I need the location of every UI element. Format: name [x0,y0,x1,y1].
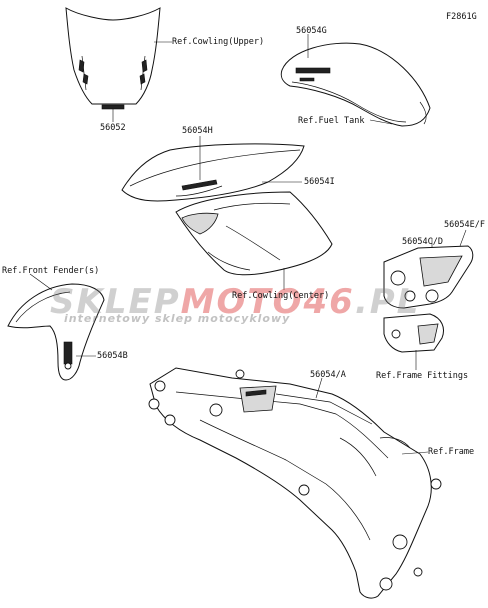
windscreen-part[interactable] [65,7,161,110]
watermark-brand-left: SKLEP [50,282,181,322]
upper-cowling-part[interactable] [121,143,305,202]
fuel-tank-part[interactable] [280,42,431,127]
center-cowling-part[interactable] [175,191,333,276]
label-56054cd[interactable]: 56054C/D [402,237,443,247]
label-frame-ref[interactable]: Ref.Frame [428,447,475,457]
watermark-brand-mid: MOTO [180,282,304,322]
watermark-brand-tld: .PL [354,282,421,322]
label-56054ef[interactable]: 56054E/F [444,220,485,230]
label-front-fender-ref[interactable]: Ref.Front Fender(s) [2,266,100,276]
label-56052[interactable]: 56052 [100,123,126,133]
label-56054b[interactable]: 56054B [97,351,128,361]
label-fuel-tank-ref[interactable]: Ref.Fuel Tank [298,116,365,126]
label-cowling-center-ref[interactable]: Ref.Cowling(Center) [232,291,330,301]
label-56054a[interactable]: 56054/A [310,370,346,380]
label-56054g[interactable]: 56054G [296,26,327,36]
label-cowling-upper-ref[interactable]: Ref.Cowling(Upper) [172,37,265,47]
label-frame-fittings-ref[interactable]: Ref.Frame Fittings [376,371,469,381]
watermark-brand-right: 46 [303,282,355,322]
watermark-brand: SKLEPMOTO46.PL [50,282,420,322]
main-frame-part[interactable] [148,367,442,599]
label-56054i[interactable]: 56054I [304,177,335,187]
watermark-tagline: internetowy sklep motocyklowy [64,312,291,325]
figure-code: F2861G [446,12,477,22]
label-56054h[interactable]: 56054H [182,126,213,136]
frame-fittings-part[interactable] [383,245,474,353]
